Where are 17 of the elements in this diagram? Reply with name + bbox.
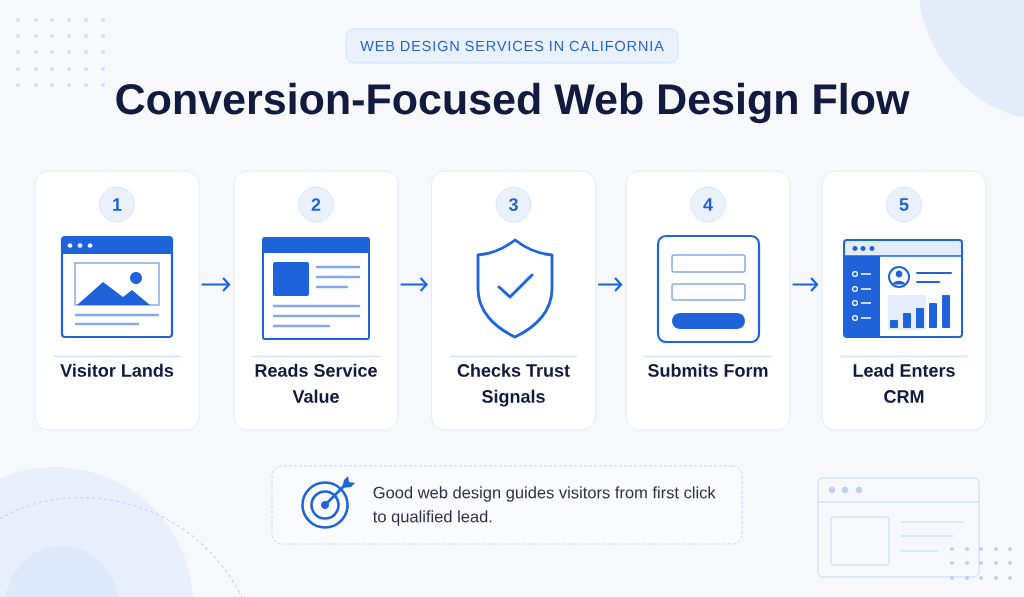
arrow (597, 277, 623, 292)
step-label: Visitor Lands (60, 363, 174, 377)
note-text: Good web design guides visitors from first click to qualified lead. (373, 486, 716, 526)
heading: Conversion-Focused Web Design Flow (116, 82, 910, 124)
number-badge: 1 (99, 186, 135, 223)
step-label: Reads Service Value (255, 363, 377, 403)
number-badge: 3 (495, 186, 532, 223)
step-label: Lead Enters CRM (853, 363, 955, 403)
number-badge: 4 (690, 186, 726, 223)
tag-pill: WEB DESIGN SERVICES IN CALIFORNIA (345, 28, 679, 64)
arrow (400, 277, 429, 292)
step-label: Checks Trust Signals (457, 363, 570, 407)
number-badge: 5 (886, 186, 922, 223)
arrow (201, 277, 231, 292)
arrow (792, 277, 819, 292)
number-badge: 2 (298, 186, 334, 223)
step-label: Submits Form (648, 363, 768, 377)
